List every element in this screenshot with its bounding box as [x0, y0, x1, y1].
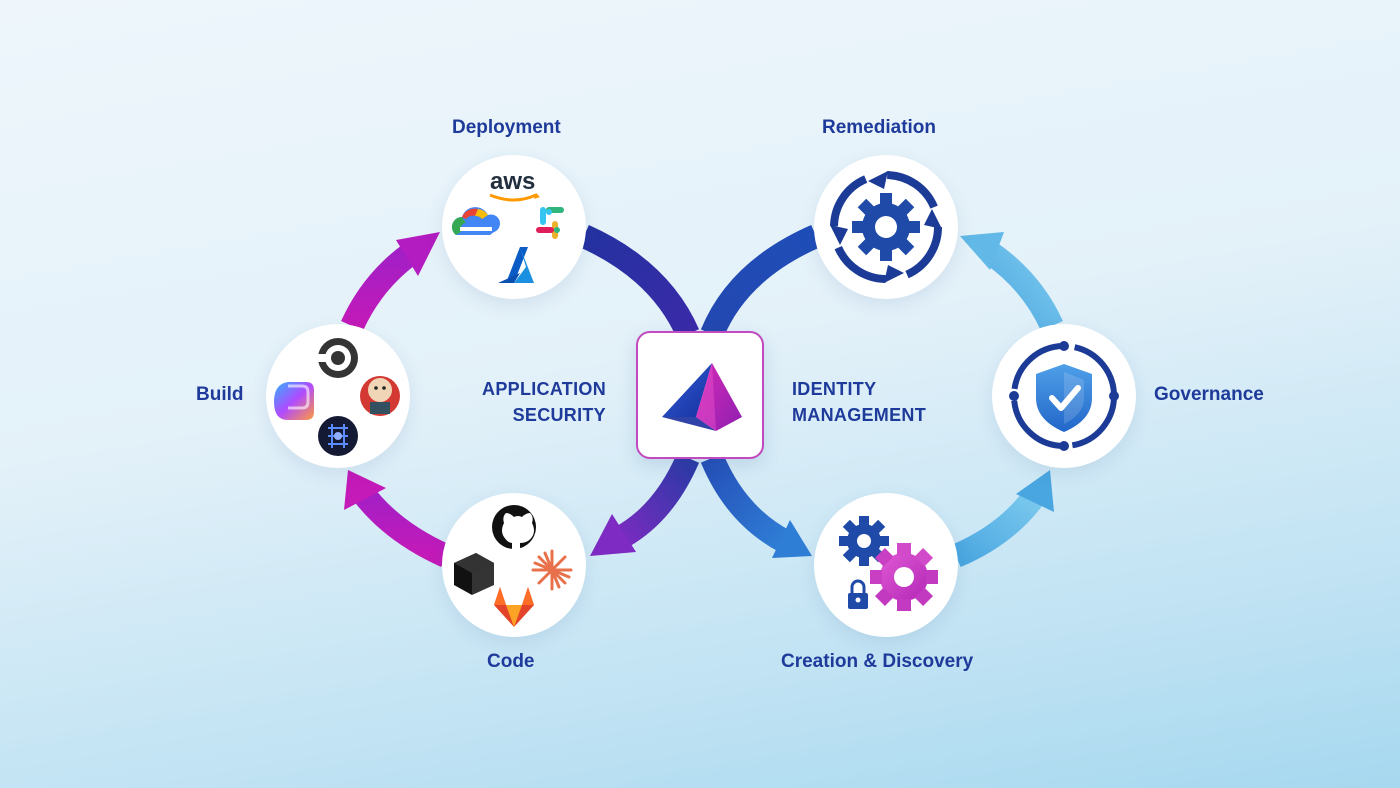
arrow-creation-to-governance	[951, 486, 1046, 568]
slack-icon	[536, 207, 564, 239]
build-label: Build	[196, 384, 244, 405]
code-node	[442, 493, 586, 637]
cube-icon	[454, 553, 494, 595]
build-node	[266, 324, 410, 468]
remediation-node	[814, 155, 958, 299]
center-logo	[636, 331, 764, 459]
shield-check-icon	[1009, 341, 1119, 451]
arrow-center-to-creation	[700, 453, 792, 553]
deployment-label: Deployment	[452, 117, 561, 138]
gears-lock-icon	[839, 516, 938, 611]
governance-label: Governance	[1154, 384, 1264, 405]
starburst-icon	[531, 549, 573, 591]
gitlab-icon	[494, 587, 534, 627]
creation-discovery-node	[814, 493, 958, 637]
gear-cycle-icon	[830, 171, 942, 283]
google-cloud-icon	[452, 207, 501, 235]
application-security-title: APPLICATION SECURITY	[482, 379, 606, 425]
creation-discovery-label: Creation & Discovery	[781, 651, 974, 672]
arrow-head-governance	[1016, 470, 1054, 512]
arrow-head-deployment	[396, 232, 440, 276]
arrow-build-to-deployment	[341, 244, 418, 332]
arrow-head-creation	[772, 520, 812, 558]
jenkins-icon	[360, 376, 400, 416]
arrow-head-remediation	[960, 232, 1004, 270]
arrow-head-build	[344, 470, 386, 510]
aws-icon: aws	[489, 168, 540, 202]
arrow-governance-to-remediation	[984, 244, 1063, 332]
governance-node	[992, 324, 1136, 468]
arrow-center-to-remediation	[700, 225, 821, 339]
azure-icon	[498, 247, 534, 283]
identity-management-title: IDENTITY MANAGEMENT	[792, 379, 926, 425]
github-icon	[492, 505, 536, 551]
ai-chip-icon	[318, 416, 358, 456]
circleci-icon	[314, 338, 358, 378]
arrow-center-to-code	[613, 453, 700, 549]
copilot-icon	[274, 382, 314, 420]
remediation-label: Remediation	[822, 117, 937, 138]
arrow-code-to-build	[352, 484, 451, 567]
svg-text:aws: aws	[490, 168, 535, 195]
code-label: Code	[487, 651, 535, 672]
arrow-head-code	[590, 514, 636, 556]
deployment-node: aws	[442, 155, 586, 299]
arrow-deployment-to-center	[579, 225, 699, 340]
prism-logo-icon	[662, 363, 742, 431]
